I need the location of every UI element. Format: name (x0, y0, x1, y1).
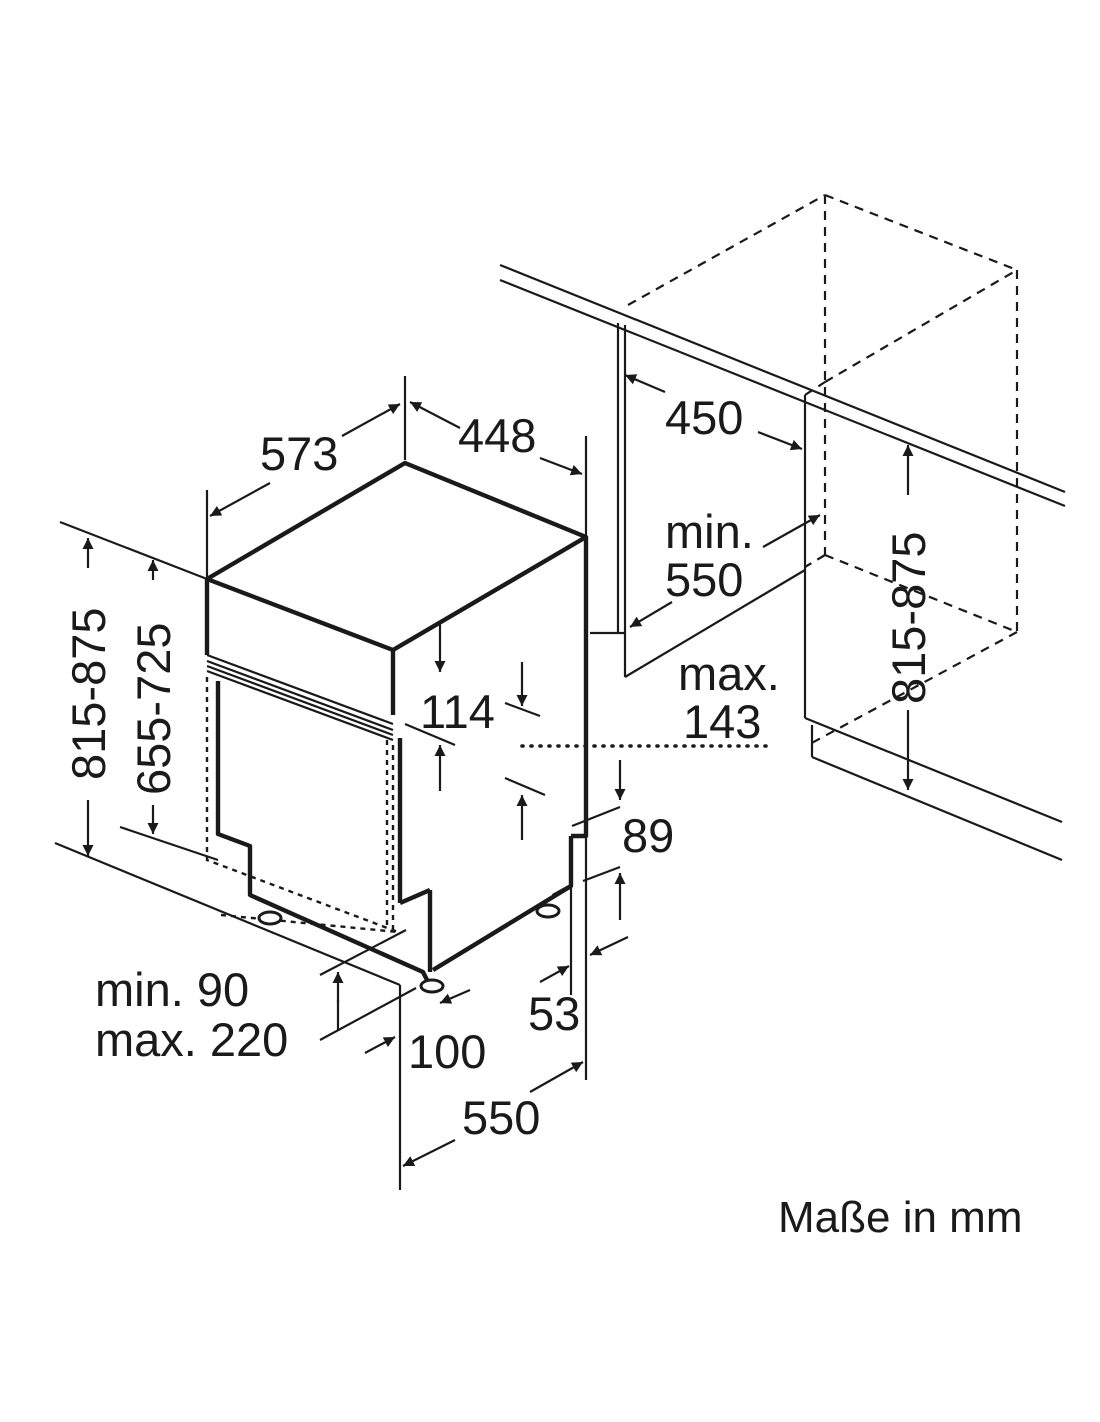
niche-drawing (499, 193, 1066, 862)
dim-100: 100 (408, 1025, 486, 1078)
dim-max-label: max. (678, 647, 780, 700)
dimension-lines (54, 373, 914, 1190)
dim-max-220: max. 220 (95, 1013, 288, 1066)
dim-niche-height: 815-875 (882, 532, 935, 705)
dim-niche-550: 550 (665, 553, 743, 606)
dim-height-total: 815-875 (62, 608, 115, 781)
dim-550-bottom: 550 (462, 1091, 540, 1144)
dim-450: 450 (665, 391, 743, 444)
dim-114: 114 (420, 685, 495, 738)
dim-niche-min: min. (665, 505, 754, 558)
dim-height-door: 655-725 (127, 623, 180, 796)
dim-89: 89 (622, 809, 674, 862)
units-caption: Maße in mm (778, 1193, 1022, 1242)
dishwasher-outline (204, 460, 589, 994)
dim-53: 53 (528, 987, 580, 1040)
dim-min-90: min. 90 (95, 963, 249, 1016)
dim-max-143: 143 (683, 695, 761, 748)
dim-573: 573 (260, 427, 338, 480)
dimension-labels: 573 448 450 min. 550 max. 143 114 89 53 … (62, 391, 1022, 1242)
dim-448: 448 (458, 409, 536, 462)
